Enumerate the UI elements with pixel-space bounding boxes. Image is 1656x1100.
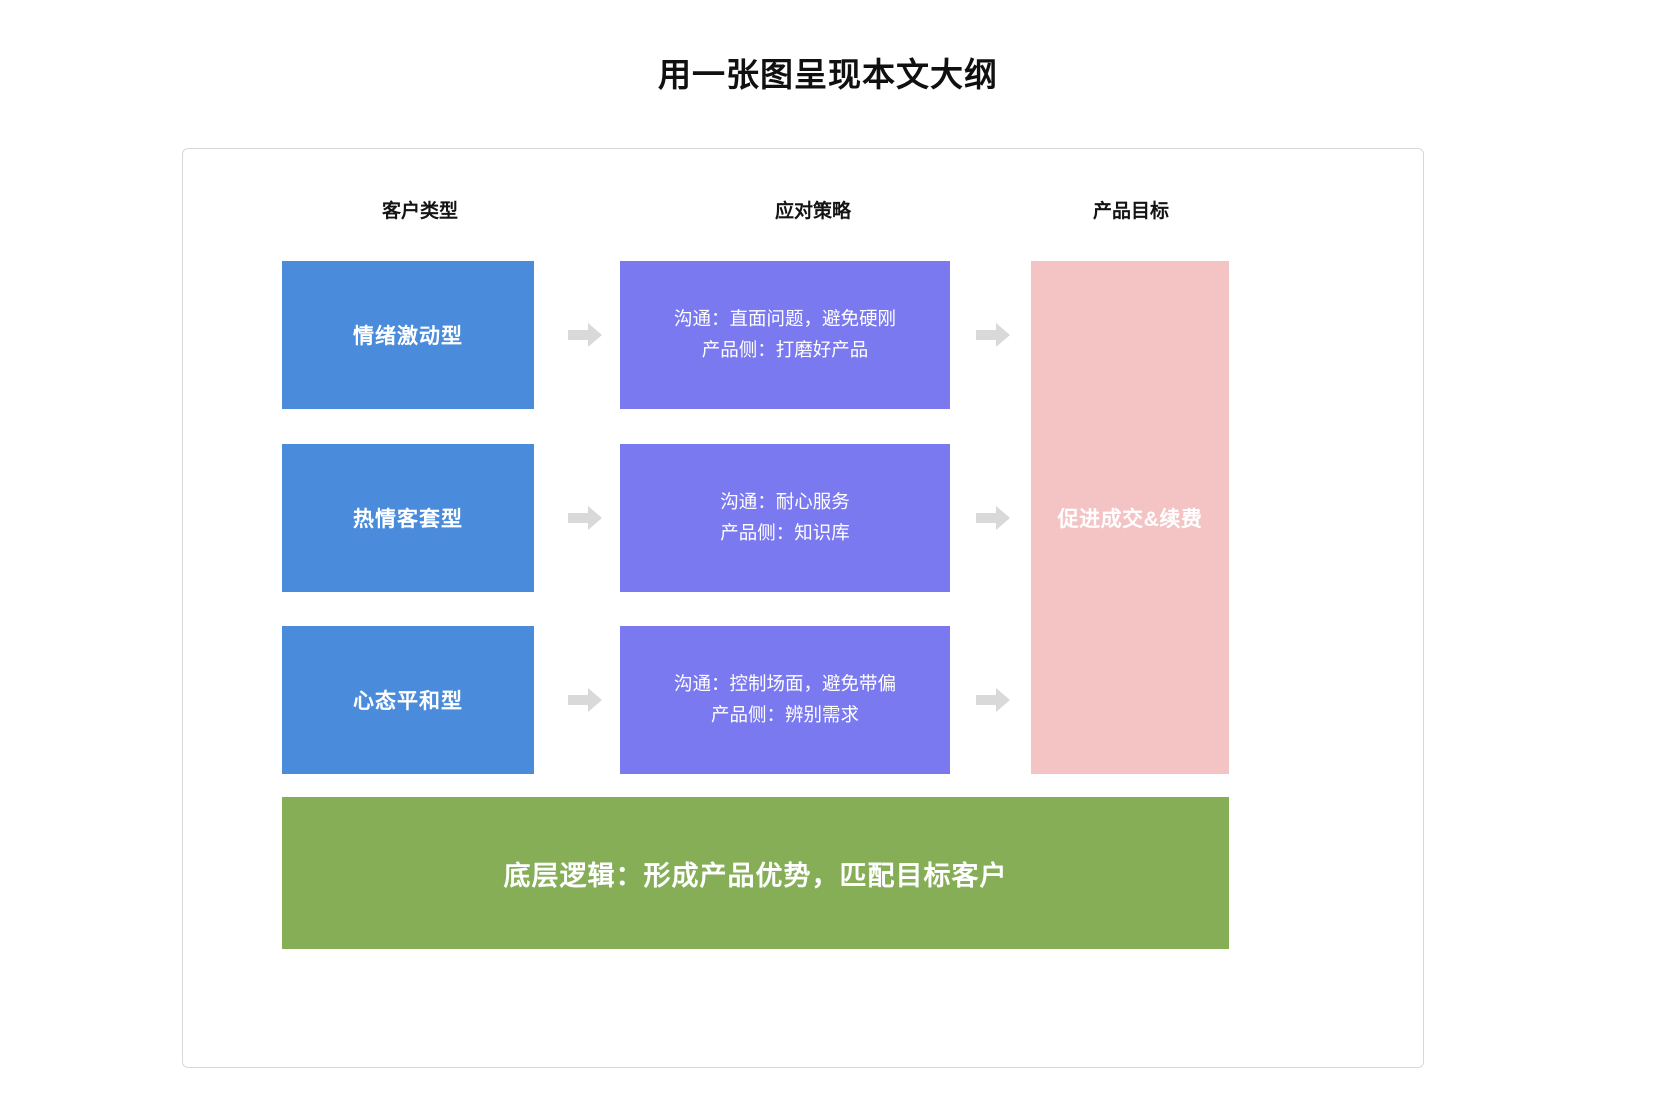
strategy-line-product: 产品侧：知识库 <box>720 522 850 543</box>
right-arrow-icon <box>976 323 1010 347</box>
diagram-row: 热情客套型 沟通：耐心服务 产品侧：知识库 <box>183 444 1423 592</box>
right-arrow-icon <box>976 506 1010 530</box>
strategy-line-product: 产品侧：打磨好产品 <box>701 339 869 360</box>
diagram-frame: 客户类型 应对策略 产品目标 情绪激动型 沟通：直面问题，避免硬刚 产品侧：打磨… <box>182 148 1424 1068</box>
right-arrow-icon <box>568 506 602 530</box>
page-title: 用一张图呈现本文大纲 <box>658 56 998 93</box>
strategy-line-communication: 沟通：耐心服务 <box>720 491 850 513</box>
product-goal-box[interactable]: 促进成交&续费 <box>1031 261 1229 774</box>
right-arrow-icon <box>568 323 602 347</box>
column-header-strategy: 应对策略 <box>774 201 851 222</box>
right-arrow-icon <box>976 688 1010 712</box>
strategy-box[interactable]: 沟通：直面问题，避免硬刚 产品侧：打磨好产品 <box>620 261 950 409</box>
strategy-line-product: 产品侧：辨别需求 <box>710 704 859 725</box>
diagram-row: 情绪激动型 沟通：直面问题，避免硬刚 产品侧：打磨好产品 <box>183 261 1423 409</box>
customer-type-box[interactable]: 热情客套型 <box>282 444 534 592</box>
underlying-logic-bar[interactable]: 底层逻辑：形成产品优势，匹配目标客户 <box>282 797 1229 949</box>
strategy-box[interactable]: 沟通：耐心服务 产品侧：知识库 <box>620 444 950 592</box>
column-header-customer-type: 客户类型 <box>381 201 458 222</box>
column-header-goal: 产品目标 <box>1092 201 1169 222</box>
diagram-row: 心态平和型 沟通：控制场面，避免带偏 产品侧：辨别需求 <box>183 626 1423 774</box>
right-arrow-icon <box>568 688 602 712</box>
strategy-box[interactable]: 沟通：控制场面，避免带偏 产品侧：辨别需求 <box>620 626 950 774</box>
customer-type-box[interactable]: 情绪激动型 <box>282 261 534 409</box>
strategy-line-communication: 沟通：直面问题，避免硬刚 <box>673 308 896 330</box>
strategy-line-communication: 沟通：控制场面，避免带偏 <box>673 673 896 695</box>
customer-type-box[interactable]: 心态平和型 <box>282 626 534 774</box>
